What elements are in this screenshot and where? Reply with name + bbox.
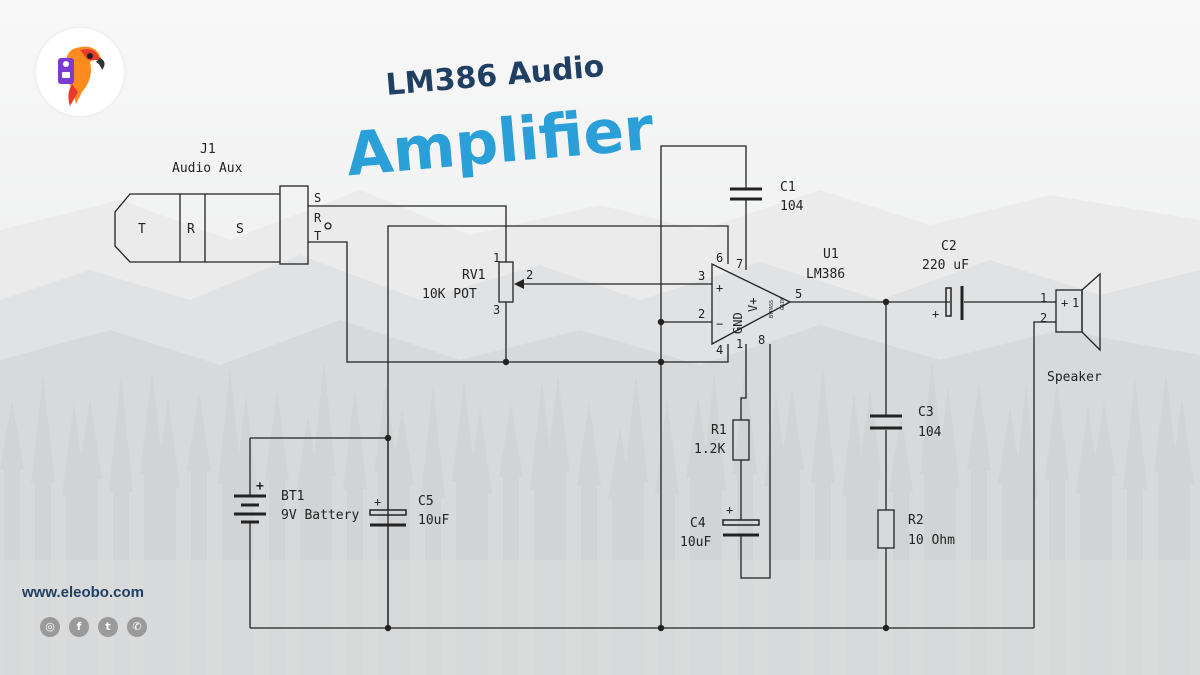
- u1-pin4-label: 4: [716, 343, 723, 357]
- u1-value-label: LM386: [806, 267, 845, 282]
- resistor-r1: R1 1.2K: [694, 419, 750, 461]
- speaker-name-label: Speaker: [1047, 370, 1102, 385]
- c4-value-label: 10uF: [680, 535, 711, 550]
- r1-value-label: 1.2K: [694, 442, 725, 457]
- jack-sleeve-label: S: [236, 222, 244, 237]
- u1-pin1-label: 1: [736, 337, 743, 351]
- amplifier-u1: + − GND V+ BYPASS GAIN 3 2 6 7 5 4 1 8 U…: [698, 247, 845, 357]
- u1-bypass-label: BYPASS: [769, 300, 775, 318]
- capacitor-c5: + C5 10uF: [369, 494, 449, 628]
- rv1-pin2-label: 2: [526, 268, 533, 282]
- potentiometer-rv1: 1 2 3 RV1 10K POT: [422, 251, 533, 317]
- j1-pin-r-label: R: [314, 211, 322, 225]
- website-link[interactable]: www.eleobo.com: [22, 584, 144, 601]
- u1-minus-label: −: [716, 317, 723, 331]
- c5-value-label: 10uF: [418, 513, 449, 528]
- rv1-pin3-label: 3: [493, 303, 500, 317]
- rv1-ref-label: RV1: [462, 268, 485, 283]
- j1-ref-label: J1: [200, 142, 216, 157]
- facebook-icon[interactable]: f: [69, 617, 89, 637]
- speaker-plus1-label: 1: [1072, 296, 1079, 310]
- c2-plus-label: +: [932, 307, 939, 321]
- c3-value-label: 104: [918, 425, 942, 440]
- jack-ring-label: R: [187, 222, 195, 237]
- title-line2: Amplifier: [344, 94, 657, 191]
- capacitor-c4: + C4 10uF: [680, 503, 760, 550]
- c1-ref-label: C1: [780, 180, 796, 195]
- bt1-value-label: 9V Battery: [281, 508, 359, 523]
- u1-pin7-label: 7: [736, 257, 743, 271]
- u1-pin5-label: 5: [795, 287, 802, 301]
- bt1-plus-label: +: [256, 479, 264, 494]
- speaker: 1 2 + 1 Speaker: [1040, 272, 1102, 385]
- u1-gain-label: GAIN: [780, 298, 786, 310]
- j1-pin-t-label: T: [314, 229, 321, 243]
- speaker-plus-label: +: [1061, 296, 1068, 310]
- speaker-pin1-label: 1: [1040, 291, 1047, 305]
- u1-pin6-label: 6: [716, 251, 723, 265]
- u1-pin8-label: 8: [758, 333, 765, 347]
- u1-plus-label: +: [716, 281, 723, 295]
- c5-ref-label: C5: [418, 494, 434, 509]
- c4-plus-label: +: [726, 503, 733, 517]
- twitter-icon[interactable]: t: [98, 617, 118, 637]
- parrot-logo-icon: [58, 46, 105, 106]
- instagram-icon[interactable]: ◎: [40, 617, 60, 637]
- u1-pin2-label: 2: [698, 307, 705, 321]
- c5-plus-label: +: [374, 495, 381, 509]
- resistor-r2: R2 10 Ohm: [877, 509, 955, 549]
- r2-value-label: 10 Ohm: [908, 533, 955, 548]
- u1-vplus-label: V+: [746, 298, 760, 312]
- u1-pin3-label: 3: [698, 269, 705, 283]
- c4-ref-label: C4: [690, 516, 706, 531]
- whatsapp-icon[interactable]: ✆: [127, 617, 147, 637]
- speaker-pin2-label: 2: [1040, 311, 1047, 325]
- c2-value-label: 220 uF: [922, 258, 969, 273]
- r2-ref-label: R2: [908, 513, 924, 528]
- rv1-pin1-label: 1: [493, 251, 500, 265]
- capacitor-c1: C1 104: [730, 180, 804, 214]
- c3-ref-label: C3: [918, 405, 934, 420]
- j1-pin-s-label: S: [314, 191, 321, 205]
- capacitor-c2: + C2 220 uF: [922, 239, 969, 321]
- j1-name-label: Audio Aux: [172, 161, 243, 176]
- bt1-ref-label: BT1: [281, 489, 304, 504]
- r1-ref-label: R1: [711, 423, 727, 438]
- junction-dots: [384, 298, 890, 632]
- u1-gnd-label: GND: [731, 312, 745, 334]
- rv1-value-label: 10K POT: [422, 287, 477, 302]
- eleobo-logo: [36, 28, 124, 116]
- c1-value-label: 104: [780, 199, 804, 214]
- title-line1: LM386 Audio: [384, 49, 605, 103]
- u1-ref-label: U1: [823, 247, 839, 262]
- battery-bt1: + BT1 9V Battery: [234, 479, 359, 524]
- capacitor-c3: C3 104: [870, 405, 942, 440]
- wires: [249, 145, 1050, 629]
- audio-jack-j1: T R S J1 Audio Aux S R T: [114, 142, 332, 265]
- c2-ref-label: C2: [941, 239, 957, 254]
- jack-tip-label: T: [138, 222, 146, 237]
